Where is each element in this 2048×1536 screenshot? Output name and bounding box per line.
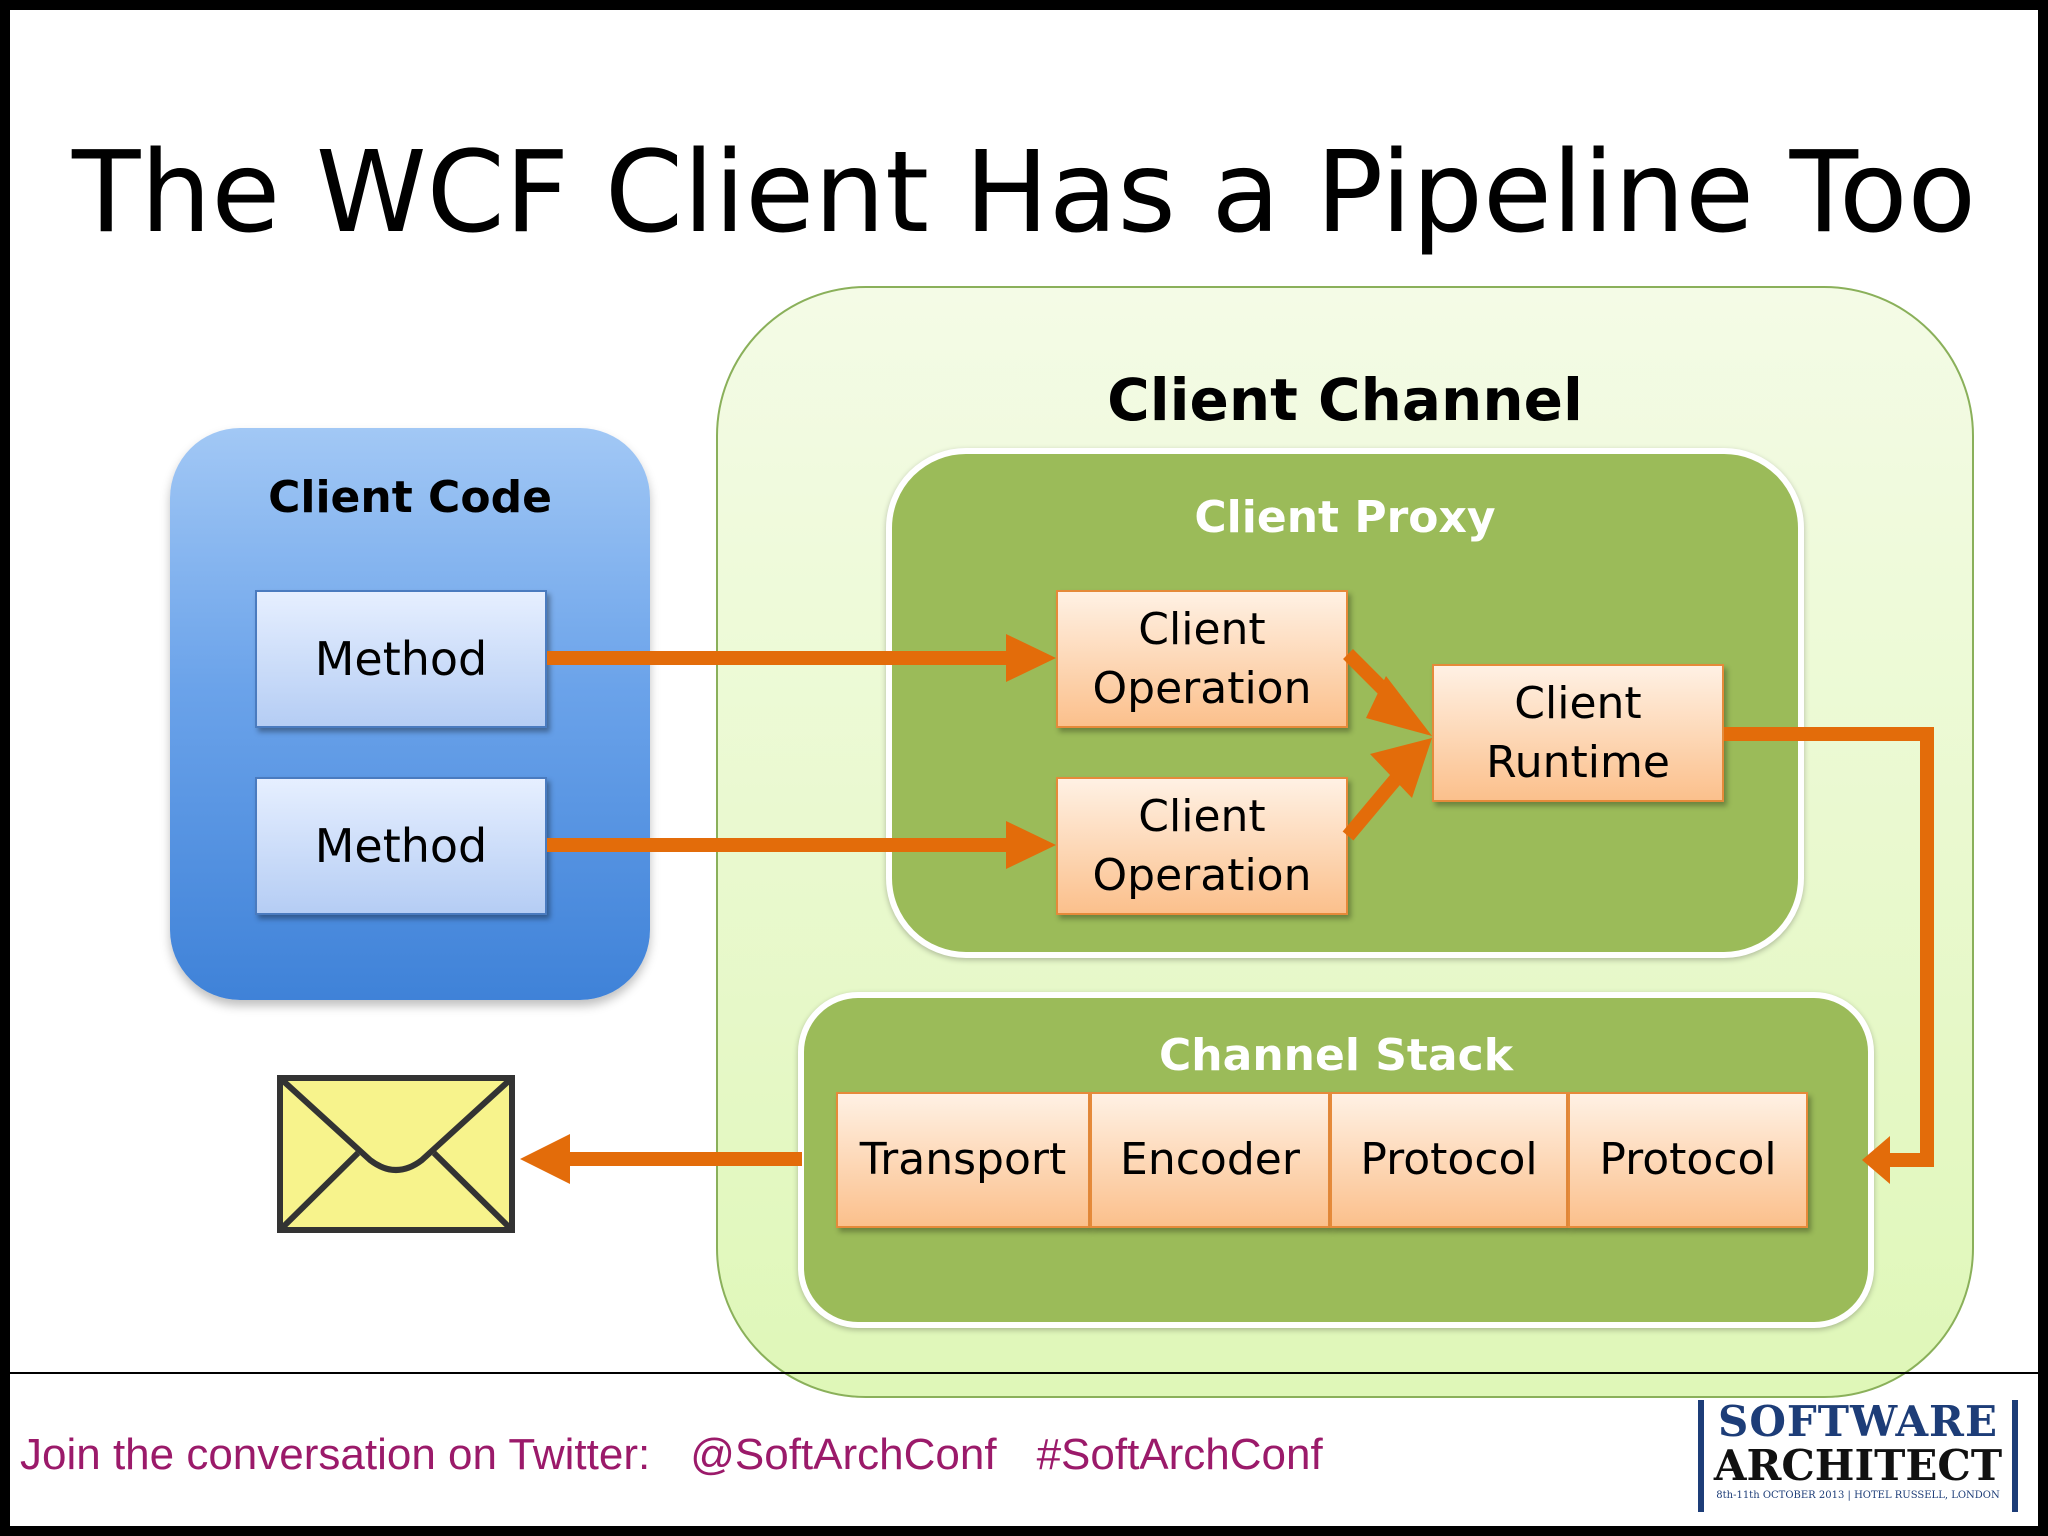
method-box-2: Method xyxy=(255,777,547,915)
client-runtime-box: Client Runtime xyxy=(1432,664,1724,802)
software-architect-logo: SOFTWARE ARCHITECT 8th-11th OCTOBER 2013… xyxy=(1698,1400,2018,1512)
stack-transport: Transport xyxy=(836,1092,1090,1228)
logo-line-1: SOFTWARE xyxy=(1718,1397,1998,1446)
arrow-operation1-to-runtime xyxy=(1343,649,1432,736)
slide-title: The WCF Client Has a Pipeline Too xyxy=(71,128,1977,258)
client-channel-label: Client Channel xyxy=(1107,366,1583,434)
arrow-operation2-to-runtime xyxy=(1342,738,1432,841)
slide: The WCF Client Has a Pipeline Too Client… xyxy=(10,10,2038,1526)
envelope-icon xyxy=(277,1075,515,1233)
stack-encoder: Encoder xyxy=(1090,1092,1330,1228)
client-proxy-label: Client Proxy xyxy=(1194,492,1496,543)
arrow-method2-to-operation2 xyxy=(547,821,1056,869)
logo-line-2: ARCHITECT xyxy=(1713,1441,2003,1490)
diagram-arrows xyxy=(277,634,1934,1233)
client-code-label: Client Code xyxy=(268,472,552,523)
stack-protocol-1: Protocol xyxy=(1330,1092,1568,1228)
method-box-1: Method xyxy=(255,590,547,728)
arrow-channel-stack-to-message xyxy=(520,1134,802,1184)
arrow-method1-to-operation1 xyxy=(547,634,1056,682)
client-operation-box-1: Client Operation xyxy=(1056,590,1348,728)
client-operation-box-2: Client Operation xyxy=(1056,777,1348,915)
footer-divider xyxy=(10,1372,2038,1374)
stack-protocol-2: Protocol xyxy=(1568,1092,1808,1228)
footer-twitter: Join the conversation on Twitter: @SoftAr… xyxy=(20,1430,1363,1480)
arrow-runtime-to-channel-stack xyxy=(1724,727,1934,1184)
footer-prompt: Join the conversation on Twitter: xyxy=(20,1430,651,1479)
channel-stack-label: Channel Stack xyxy=(1159,1030,1513,1081)
footer-handle[interactable]: @SoftArchConf xyxy=(690,1430,997,1479)
logo-tagline: 8th-11th OCTOBER 2013 | HOTEL RUSSELL, L… xyxy=(1716,1490,2000,1501)
footer-hashtag[interactable]: #SoftArchConf xyxy=(1036,1430,1323,1479)
